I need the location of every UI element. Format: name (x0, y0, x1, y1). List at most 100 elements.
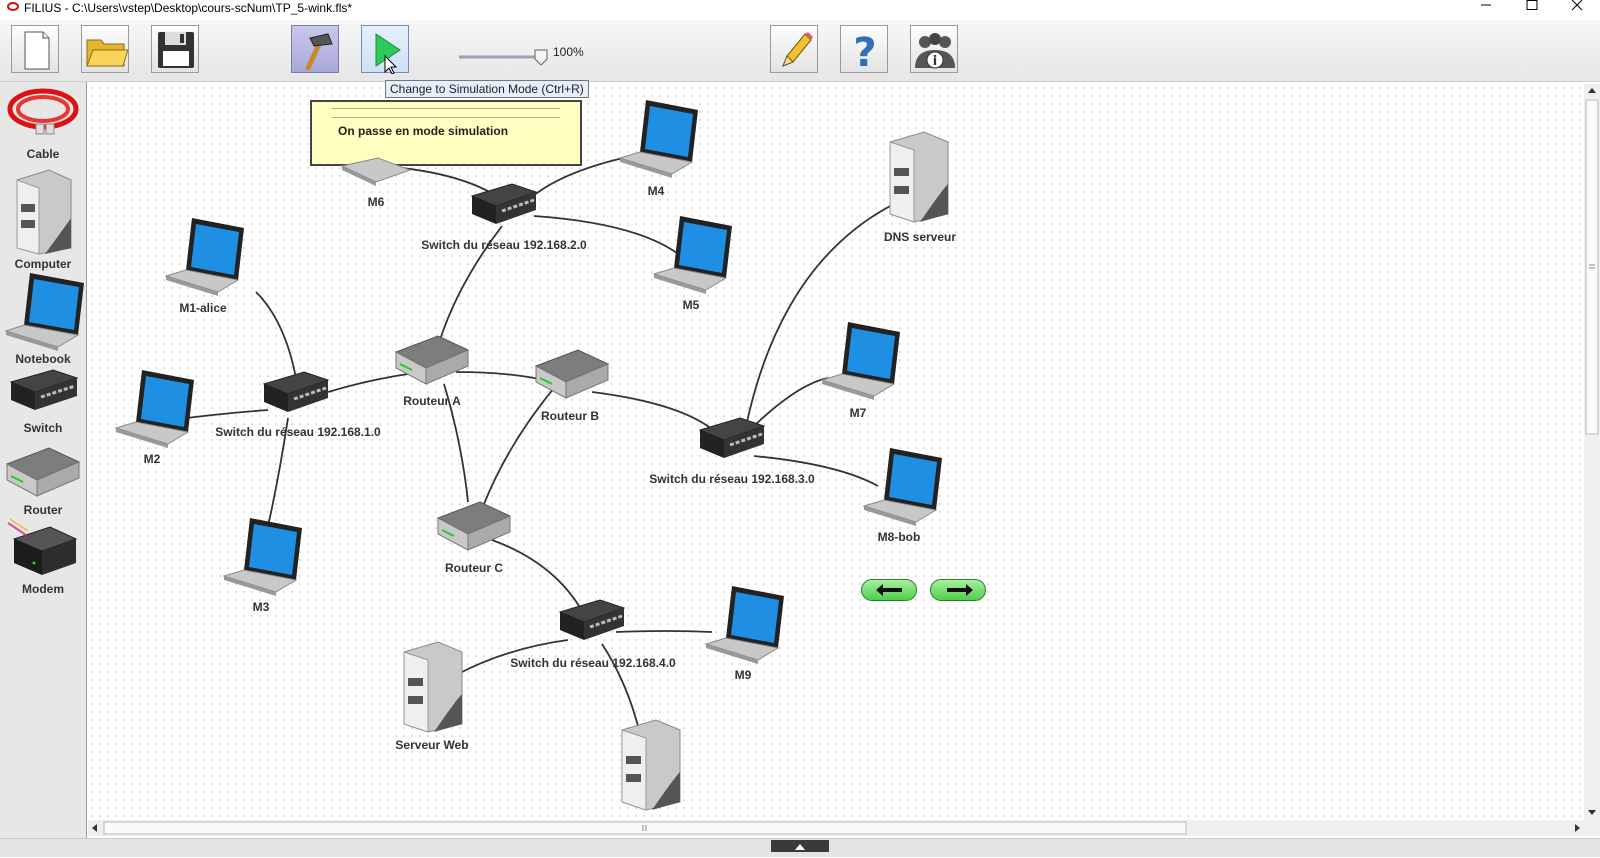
scroll-right-arrow-icon (1575, 824, 1580, 832)
zoom-slider-thumb (534, 49, 548, 66)
node-routeur-b[interactable] (532, 344, 612, 407)
node-switch-192-168-3-0[interactable] (696, 414, 768, 471)
vertical-scrollbar-graphic (1585, 88, 1599, 815)
node-m8-bob[interactable] (860, 448, 944, 533)
question-mark-icon: ? (853, 30, 876, 74)
node-m1-alice[interactable] (162, 218, 246, 303)
label-m1-alice: M1-alice (179, 301, 227, 315)
label-switch1: Switch du réseau 192.168.1.0 (215, 425, 381, 439)
toolbar: 100% ? i (0, 20, 1600, 82)
node-switch-192-168-1-0[interactable] (260, 368, 332, 425)
hammer-icon (305, 33, 333, 71)
minimize-button[interactable] (1463, 0, 1509, 20)
horizontal-scrollbar-graphic (92, 821, 1580, 835)
label-dns-serveur: DNS serveur (883, 230, 957, 244)
label-m5: M5 (682, 298, 700, 312)
link-switch4-m9 (615, 630, 713, 633)
switch-icon (262, 371, 330, 412)
node-m4[interactable] (616, 100, 700, 185)
palette-computer-label: Computer (14, 257, 72, 271)
node-m3[interactable] (220, 518, 304, 603)
arrow-right-icon (947, 584, 973, 596)
vertical-scrollbar[interactable] (1584, 84, 1600, 820)
design-mode-button[interactable] (291, 25, 339, 73)
palette-notebook-label: Notebook (15, 352, 71, 366)
scroll-down-arrow-icon (1588, 810, 1596, 815)
palette-computer[interactable]: Computer (0, 168, 86, 271)
close-icon (1571, 0, 1583, 11)
node-m6[interactable] (338, 136, 420, 195)
label-routeur-b: Routeur B (541, 409, 599, 423)
about-button[interactable]: i (910, 25, 958, 73)
cable-links (185, 155, 895, 735)
router-icon (394, 335, 470, 385)
open-file-button[interactable] (81, 25, 129, 73)
chevron-up-icon (795, 844, 805, 850)
close-button[interactable] (1554, 0, 1600, 20)
laptop-icon (114, 370, 194, 448)
expand-panel-button[interactable] (771, 840, 829, 852)
palette-switch[interactable]: Switch (0, 366, 86, 435)
new-file-button[interactable] (11, 25, 59, 73)
previous-button[interactable] (861, 579, 917, 601)
help-button[interactable]: ? (840, 25, 888, 74)
floppy-disk-icon (158, 32, 194, 68)
palette-router-label: Router (23, 503, 63, 517)
node-m2[interactable] (112, 370, 196, 455)
node-server-unlabeled[interactable] (616, 718, 686, 817)
next-button[interactable] (930, 579, 986, 601)
laptop-icon (222, 518, 302, 596)
simulation-mode-button[interactable] (361, 25, 409, 74)
filius-app-icon (7, 2, 19, 11)
horizontal-scroll-thumb (103, 821, 1187, 835)
server-icon (889, 131, 949, 223)
edit-button[interactable] (770, 25, 818, 73)
laptop-icon (618, 100, 698, 178)
zoom-slider[interactable] (457, 47, 549, 71)
node-m9[interactable] (702, 586, 786, 671)
link-switch3-dns (743, 203, 895, 437)
node-routeur-c[interactable] (434, 496, 514, 559)
label-routeur-a: Routeur A (403, 394, 461, 408)
node-switch-192-168-2-0[interactable] (468, 180, 540, 237)
laptop-icon (820, 322, 900, 400)
network-canvas[interactable]: On passe en mode simulation M6 M4 M5 (88, 84, 1584, 820)
server-icon (16, 169, 72, 255)
laptop-icon (4, 273, 84, 351)
label-switch2: Switch du réseau 192.168.2.0 (421, 238, 587, 252)
simulation-note[interactable]: On passe en mode simulation (310, 100, 582, 166)
scroll-up-arrow-icon (1588, 88, 1596, 93)
modem-icon (7, 518, 78, 575)
node-m7[interactable] (818, 322, 902, 407)
palette-cable[interactable]: Cable (0, 84, 86, 161)
horizontal-scrollbar[interactable] (88, 820, 1584, 836)
node-routeur-a[interactable] (392, 330, 472, 393)
palette-modem[interactable]: Modem (0, 517, 86, 596)
node-dns-serveur[interactable] (884, 130, 954, 229)
laptop-icon (862, 448, 942, 526)
mouse-cursor-icon (384, 54, 398, 74)
scroll-left-arrow-icon (92, 824, 97, 832)
palette-router[interactable]: Router (0, 442, 86, 517)
save-file-button[interactable] (151, 25, 199, 73)
label-routeur-c: Routeur C (445, 561, 503, 575)
label-m2: M2 (143, 452, 161, 466)
node-serveur-web[interactable] (398, 640, 468, 739)
node-switch-192-168-4-0[interactable] (556, 596, 628, 653)
zoom-level: 100% (553, 45, 584, 59)
note-drag-bar[interactable] (332, 108, 560, 118)
cable-icon (7, 88, 79, 135)
link-switch2-routerA (439, 225, 503, 341)
label-m8-bob: M8-bob (877, 530, 921, 544)
svg-text:i: i (933, 54, 937, 69)
switch-icon (9, 369, 79, 410)
play-icon (375, 33, 401, 74)
maximize-button[interactable] (1509, 0, 1555, 20)
laptop-icon (652, 216, 732, 294)
router-icon (5, 447, 81, 497)
minimize-icon (1481, 4, 1491, 6)
title-bar: FILIUS - C:\Users\vstep\Desktop\cours-sc… (0, 0, 1600, 20)
node-m5[interactable] (650, 216, 734, 301)
palette-notebook[interactable]: Notebook (0, 273, 86, 366)
link-switch4-server2 (601, 643, 641, 735)
